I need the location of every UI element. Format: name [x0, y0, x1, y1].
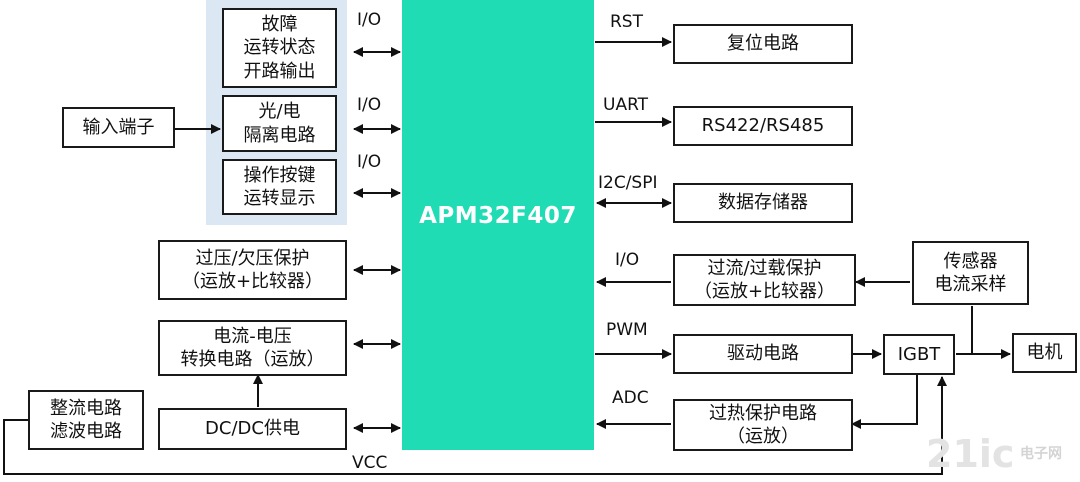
igbt-thermal-arrow [851, 375, 918, 429]
signal-uart: UART [603, 95, 649, 115]
thermal-protection-box: 过热保护电路 （运放） [673, 399, 853, 451]
signal-rst: RST [610, 12, 643, 32]
signal-io-3: I/O [357, 152, 382, 172]
overcurrent-protection-box: 过流/过载保护 （运放+比较器） [673, 254, 856, 306]
signal-io-4: I/O [615, 250, 640, 270]
current-voltage-box: 电流-电压 转换电路（运放） [158, 320, 347, 376]
rs485-box: RS422/RS485 [673, 106, 853, 146]
signal-pwm: PWM [606, 320, 648, 340]
signal-io-2: I/O [357, 95, 382, 115]
watermark-logo: 21ic [926, 432, 1015, 476]
vcc-rail [3, 376, 947, 475]
voltage-protection-box: 过压/欠压保护 （运放+比较器） [158, 240, 347, 300]
watermark-brand: 电子网 [1020, 446, 1062, 462]
motor-box: 电机 [1012, 333, 1077, 373]
signal-io-1: I/O [357, 10, 382, 30]
opto-isolation-box: 光/电 隔离电路 [222, 95, 337, 152]
signal-vcc: VCC [352, 453, 388, 473]
dcdc-box: DC/DC供电 [158, 408, 347, 450]
rectifier-box: 整流电路 滤波电路 [28, 390, 144, 450]
reset-box: 复位电路 [673, 24, 853, 64]
keys-display-box: 操作按键 运转显示 [222, 159, 337, 215]
input-terminal-box: 输入端子 [62, 107, 175, 148]
signal-adc: ADC [612, 388, 649, 408]
mcu-label: APM32F407 [419, 203, 577, 229]
driver-box: 驱动电路 [673, 334, 853, 374]
fault-status-box: 故障 运转状态 开路输出 [222, 8, 337, 88]
sensor-box: 传感器 电流采样 [912, 241, 1029, 305]
signal-i2c-spi: I2C/SPI [598, 173, 658, 193]
igbt-box: IGBT [883, 334, 955, 375]
mcu-block: APM32F407 [402, 0, 594, 450]
storage-box: 数据存储器 [673, 183, 853, 223]
